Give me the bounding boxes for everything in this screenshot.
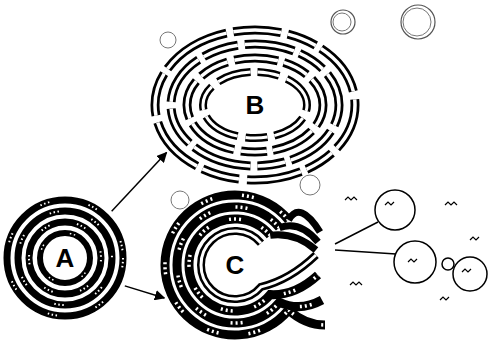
structure-letter: C (224, 251, 247, 279)
vesicles (335, 190, 487, 291)
fragmented-rings (155, 5, 435, 180)
curled-rings (165, 175, 325, 335)
structure-letter: B (244, 91, 267, 119)
concentric-rings (7, 200, 123, 316)
structure-label: B (151, 26, 359, 184)
squiggles (345, 197, 479, 300)
structure-label: C (161, 191, 309, 339)
structure-label: A (3, 196, 127, 320)
structure-letter: A (54, 244, 77, 272)
transition-arrow (112, 153, 167, 212)
transition-arrow (125, 286, 164, 298)
